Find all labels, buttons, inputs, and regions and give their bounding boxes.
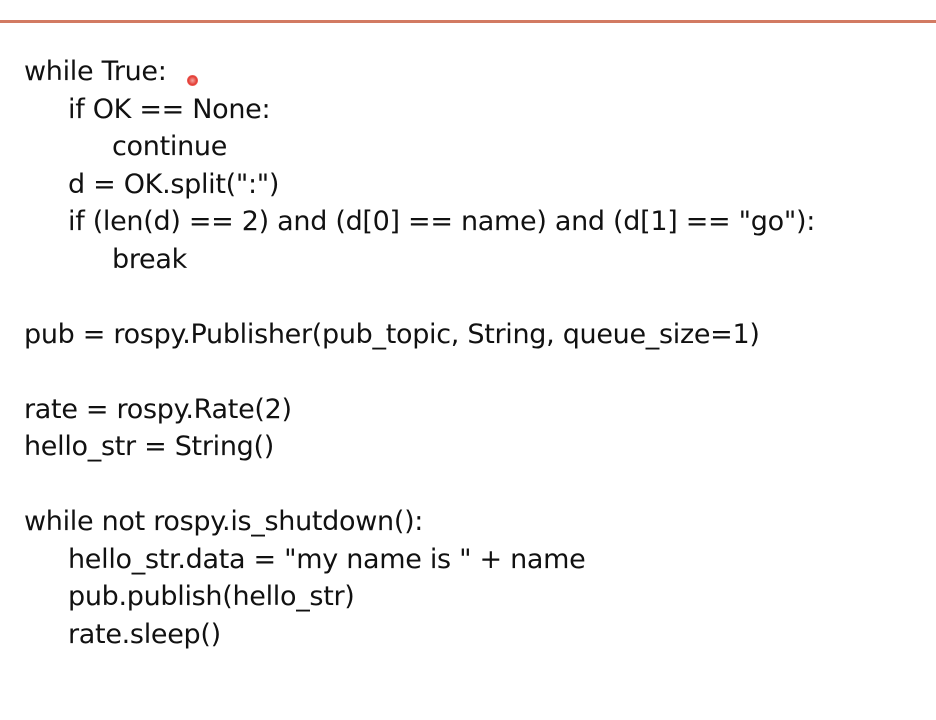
code-block: while True: if OK == None: continue d = … bbox=[24, 53, 924, 653]
code-line-blank bbox=[24, 353, 924, 391]
code-line-blank bbox=[24, 278, 924, 316]
code-line: rate.sleep() bbox=[68, 618, 221, 650]
code-line: break bbox=[112, 243, 187, 275]
code-line: while True: bbox=[24, 56, 167, 87]
top-divider-line bbox=[0, 20, 936, 23]
code-line: pub = rospy.Publisher(pub_topic, String,… bbox=[24, 318, 760, 350]
code-line: hello_str = String() bbox=[24, 431, 274, 462]
code-line: d = OK.split(":") bbox=[68, 168, 280, 200]
code-line: while not rospy.is_shutdown(): bbox=[24, 506, 424, 537]
laser-pointer-icon bbox=[187, 75, 198, 86]
code-line: if (len(d) == 2) and (d[0] == name) and … bbox=[68, 206, 815, 237]
code-line: rate = rospy.Rate(2) bbox=[24, 393, 292, 425]
code-line-blank bbox=[24, 466, 924, 504]
code-line: if OK == None: bbox=[68, 93, 271, 125]
code-line: hello_str.data = "my name is " + name bbox=[68, 543, 586, 575]
code-line: pub.publish(hello_str) bbox=[68, 581, 355, 612]
code-line: continue bbox=[112, 131, 227, 162]
